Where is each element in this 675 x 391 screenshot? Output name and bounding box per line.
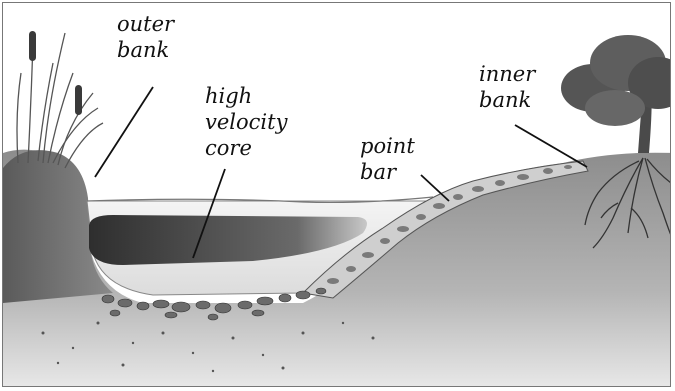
tree xyxy=(561,35,671,153)
label-inner-bank: inner bank xyxy=(479,61,535,113)
label-line: bank xyxy=(117,37,174,63)
label-line: core xyxy=(205,135,287,161)
cattail-head xyxy=(29,31,36,61)
label-line: inner xyxy=(479,61,535,87)
cattail-head xyxy=(75,85,82,115)
label-outer-bank: outer bank xyxy=(117,11,174,63)
diagram-frame: outer bank high velocity core point bar … xyxy=(2,2,671,387)
label-high-velocity-core: high velocity core xyxy=(205,83,287,161)
label-point-bar: point bar xyxy=(360,133,415,185)
leader-outer-bank xyxy=(95,87,153,177)
label-line: bank xyxy=(479,87,535,113)
label-line: velocity xyxy=(205,109,287,135)
label-line: bar xyxy=(360,159,415,185)
label-line: point xyxy=(360,133,415,159)
river-cross-section-illustration xyxy=(3,3,671,387)
label-line: high xyxy=(205,83,287,109)
leader-inner-bank xyxy=(515,125,587,167)
label-line: outer xyxy=(117,11,174,37)
